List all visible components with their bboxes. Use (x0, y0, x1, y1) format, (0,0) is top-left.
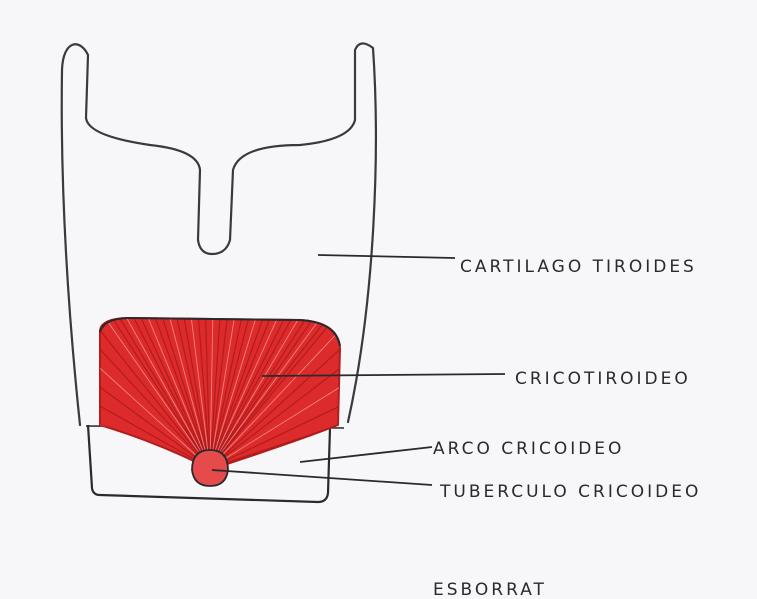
label-cricothyroid: CRICOTIROIDEO (515, 369, 691, 389)
cricoid-tubercle (192, 450, 228, 486)
label-cricoid-arch: ARCO CRICOIDEO (433, 439, 624, 459)
label-thyroid-cartilage: CARTILAGO TIROIDES (460, 257, 697, 277)
caption-text: ESBORRAT (433, 580, 547, 599)
label-cricoid-tubercle: TUBERCULO CRICOIDEO (439, 482, 701, 502)
